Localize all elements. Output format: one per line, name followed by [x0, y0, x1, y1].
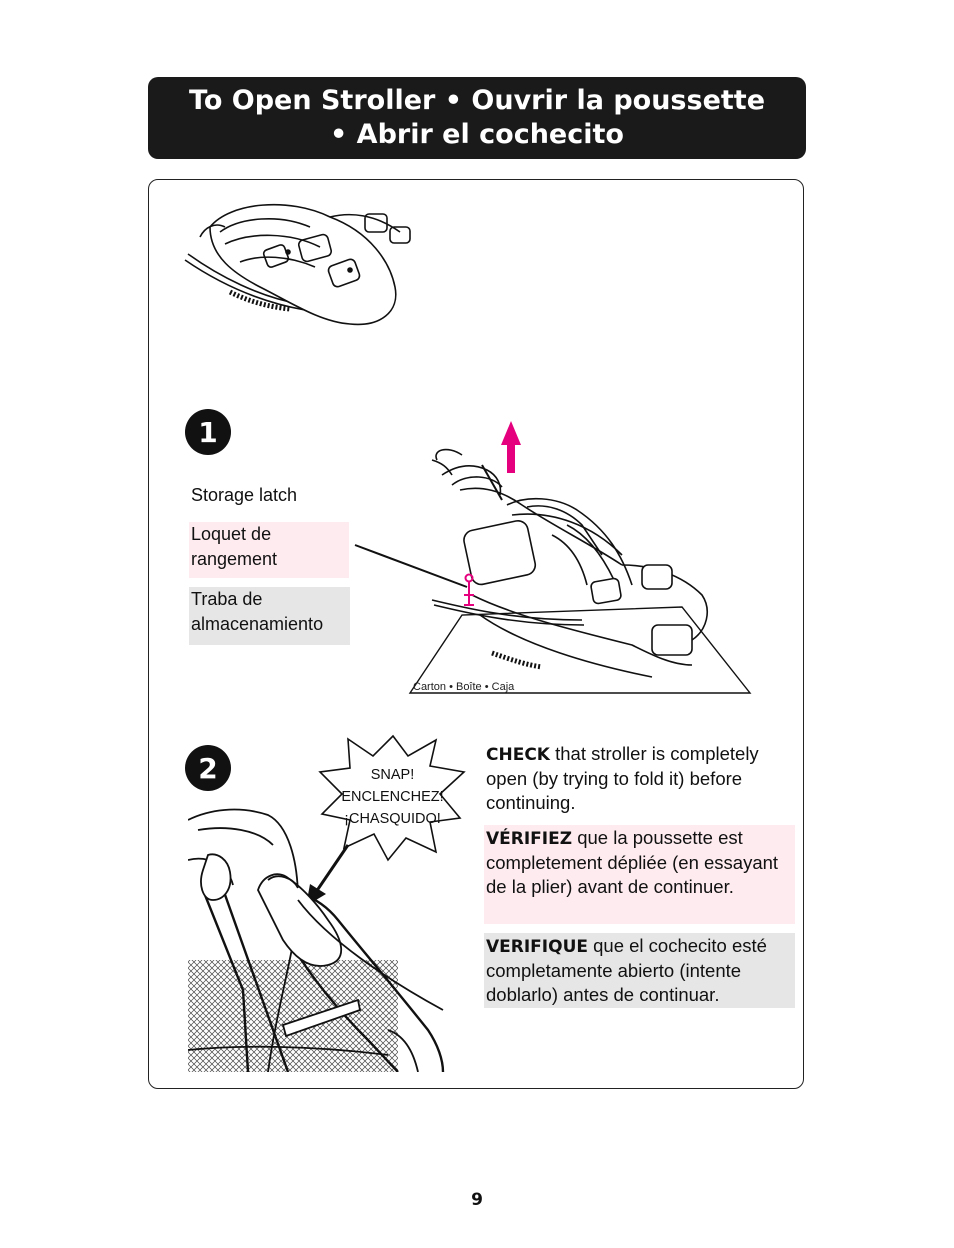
check-instruction-en-text: that stroller is completely open (by try…	[486, 743, 759, 813]
snap-burst	[318, 734, 466, 862]
check-instruction-es: VERIFIQUE que el cochecito esté completa…	[484, 933, 795, 1008]
step-2-badge: 2	[185, 745, 231, 791]
check-instruction-en-bold: CHECK	[486, 745, 550, 765]
storage-latch-highlight	[464, 573, 474, 606]
snap-text-en: SNAP!	[370, 767, 415, 783]
instruction-panel	[148, 179, 804, 1089]
storage-latch-label-es: Traba de almacenamiento	[189, 587, 350, 645]
snap-text-fr: ENCLENCHEZ!	[341, 789, 444, 805]
check-instruction-fr-text: que la poussette est completement déplié…	[486, 827, 779, 897]
page-header: To Open Stroller • Ouvrir la poussette •…	[148, 77, 806, 159]
header-line-2: • Abrir el cochecito	[330, 119, 624, 150]
step-2-illustration	[188, 808, 445, 1072]
storage-latch-label-en: Storage latch	[191, 485, 298, 505]
step-1-illustration	[354, 421, 752, 694]
latch-pointer-line	[354, 544, 468, 588]
check-instruction-en: CHECK that stroller is completely open (…	[484, 741, 796, 816]
folded-stroller-illustration	[184, 203, 411, 326]
check-instruction-es-bold: VERIFIQUE	[486, 937, 588, 957]
check-instruction-fr-bold: VÉRIFIEZ	[486, 829, 573, 849]
check-instruction-es-text: que el cochecito esté completamente abie…	[486, 935, 767, 1005]
snap-pointer-arrow	[306, 844, 350, 906]
storage-latch-label-fr: Loquet de rangement	[189, 522, 349, 578]
snap-text-es: ¡CHASQUIDO!	[344, 811, 441, 827]
lift-arrow	[501, 421, 521, 473]
header-line-1: To Open Stroller • Ouvrir la poussette	[188, 85, 766, 116]
snap-text: SNAP! ENCLENCHEZ! ¡CHASQUIDO!	[330, 764, 455, 830]
step-1-badge: 1	[185, 409, 231, 455]
page-number: 9	[471, 1190, 483, 1210]
carton-caption: Carton • Boîte • Caja	[413, 681, 515, 693]
check-instruction-fr: VÉRIFIEZ que la poussette est completeme…	[484, 825, 795, 924]
